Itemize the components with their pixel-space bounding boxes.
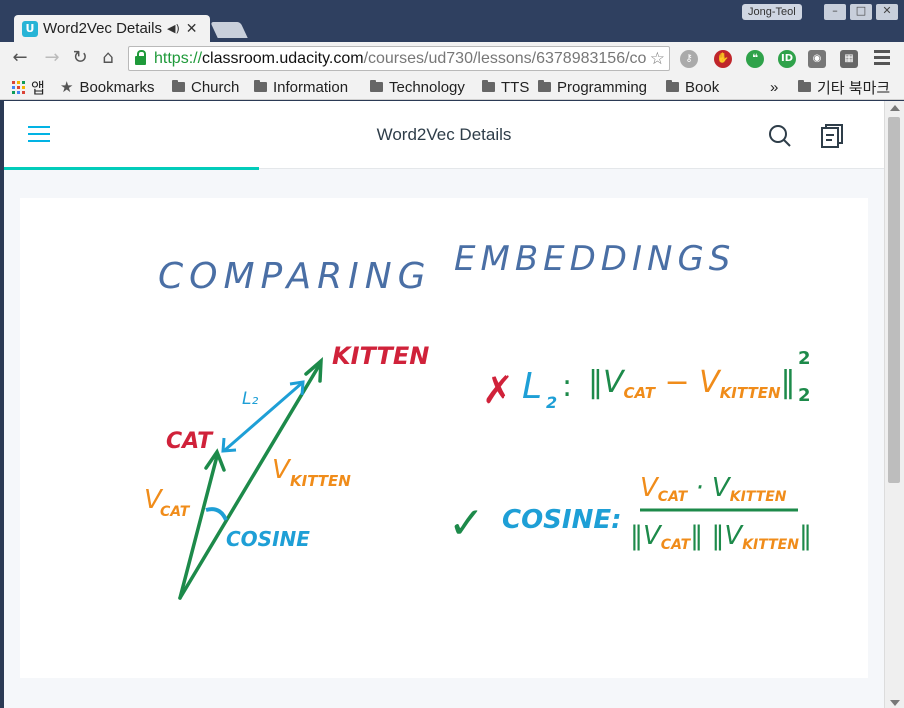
whiteboard-drawing: COMPARING EMBEDDINGS L₂ KITTEN CAT V CAT xyxy=(144,239,812,600)
kitten-vector-arrowhead xyxy=(304,356,323,383)
cosine-angle-arc xyxy=(205,507,228,521)
minimize-icon[interactable]: – xyxy=(824,4,846,20)
tab-title: Word2Vec Details xyxy=(43,20,162,37)
folder-icon xyxy=(666,80,679,92)
kitten-label: KITTEN xyxy=(332,342,429,370)
tab-close-icon[interactable]: ✕ xyxy=(185,20,198,37)
scroll-down-arrow-icon[interactable] xyxy=(890,700,900,706)
bookmark-church[interactable]: Church xyxy=(172,78,239,96)
forward-arrow-icon[interactable]: → xyxy=(44,47,60,68)
search-icon[interactable] xyxy=(768,124,792,148)
adblock-extension-icon[interactable]: ✋ xyxy=(714,50,732,68)
v-kitten-label: V xyxy=(272,455,292,485)
lesson-video-frame[interactable]: COMPARING EMBEDDINGS L₂ KITTEN CAT V CAT xyxy=(20,198,868,678)
quote-extension-icon[interactable]: ❝ xyxy=(746,50,764,68)
lesson-progress-fill xyxy=(4,167,260,170)
cosine-denominator: ‖VCAT‖ ‖VKITTEN‖ xyxy=(630,521,812,553)
l2-label: L₂ xyxy=(242,389,258,409)
scroll-up-arrow-icon[interactable] xyxy=(890,105,900,111)
kitten-vector-line xyxy=(178,362,322,600)
cosine-label: COSINE xyxy=(226,527,310,551)
page-scrollbar[interactable] xyxy=(884,101,904,708)
v-cat-label: V xyxy=(144,485,164,515)
v-cat-subscript: CAT xyxy=(160,504,191,520)
bookmark-other[interactable]: 기타 북마크 xyxy=(798,78,890,97)
key-extension-icon[interactable]: ⚷ xyxy=(680,50,698,68)
lesson-progress-bar xyxy=(4,167,884,170)
bookmark-book[interactable]: Book xyxy=(666,78,719,96)
tab-strip: U Word2Vec Details ◀) ✕ Jong-Teol – □ ✕ xyxy=(0,0,904,42)
folder-icon xyxy=(254,80,267,92)
l2-formula-subscript: 2 xyxy=(546,393,557,412)
cat-label: CAT xyxy=(166,429,214,454)
page-content: Word2Vec Details COMPARING EMBEDDINGS xyxy=(4,101,884,708)
new-tab-button[interactable] xyxy=(210,22,248,38)
scroll-thumb[interactable] xyxy=(888,117,900,483)
url-text[interactable]: https://classroom.udacity.com/courses/ud… xyxy=(154,49,647,67)
bookmark-programming[interactable]: Programming xyxy=(538,78,647,96)
bookmark-overflow[interactable]: » xyxy=(770,78,779,96)
window-close-icon[interactable]: ✕ xyxy=(876,4,898,20)
bookmark-technology[interactable]: Technology xyxy=(370,78,465,96)
l2-formula-colon: : xyxy=(562,369,572,404)
v-kitten-subscript: KITTEN xyxy=(290,472,351,490)
apps-grid-icon xyxy=(12,80,25,94)
home-icon[interactable]: ⌂ xyxy=(102,47,114,68)
cosine-numerator: VCAT · VKITTEN xyxy=(640,473,787,505)
bookmark-bookmarks[interactable]: ★ Bookmarks xyxy=(60,78,155,97)
bookmark-star-icon[interactable]: ☆ xyxy=(649,49,665,69)
bookmark-information[interactable]: Information xyxy=(254,78,348,96)
l2-distance-line xyxy=(224,381,303,452)
l2-formula-power: 2 xyxy=(798,348,811,369)
media-extension-icon[interactable]: ▦ xyxy=(840,50,858,68)
l2-arrowhead-end xyxy=(289,380,305,396)
bookmark-apps[interactable]: 앱 xyxy=(12,78,45,97)
l2-arrowhead-start xyxy=(221,437,237,453)
check-mark-icon: ✓ xyxy=(448,498,485,549)
profile-button[interactable]: Jong-Teol xyxy=(742,4,802,20)
folder-icon xyxy=(370,80,383,92)
lock-icon xyxy=(135,50,146,65)
camera-extension-icon[interactable]: ◉ xyxy=(808,50,826,68)
address-bar[interactable]: https://classroom.udacity.com/courses/ud… xyxy=(128,46,670,71)
heading-comparing: COMPARING xyxy=(158,256,432,297)
back-arrow-icon[interactable]: ← xyxy=(12,47,28,68)
l2-formula-label: L xyxy=(522,366,542,407)
cross-mark-icon: ✗ xyxy=(482,368,514,412)
l2-formula-expression: ‖VCAT − VKITTEN‖ xyxy=(588,365,796,402)
bookmarks-bar: 앱 ★ Bookmarks Church Information Technol… xyxy=(0,74,904,100)
classroom-header: Word2Vec Details xyxy=(4,101,884,170)
heading-embeddings: EMBEDDINGS xyxy=(454,239,735,279)
udacity-favicon-icon: U xyxy=(22,20,38,37)
folder-icon xyxy=(172,80,185,92)
star-icon: ★ xyxy=(60,79,74,96)
page-title: Word2Vec Details xyxy=(376,125,512,144)
cat-vector-line xyxy=(178,454,219,600)
id-extension-icon[interactable]: ID xyxy=(778,50,796,68)
maximize-icon[interactable]: □ xyxy=(850,4,872,20)
reload-icon[interactable]: ↻ xyxy=(72,47,88,68)
bookmark-tts[interactable]: TTS xyxy=(482,78,529,96)
menu-hamburger-icon[interactable] xyxy=(28,126,50,142)
folder-icon xyxy=(798,80,811,92)
notes-icon[interactable] xyxy=(820,123,844,149)
browser-toolbar: ← → ↻ ⌂ https://classroom.udacity.com/co… xyxy=(0,42,904,74)
speaker-icon[interactable]: ◀) xyxy=(167,22,180,35)
browser-menu-icon[interactable] xyxy=(874,50,890,66)
cosine-formula-label: COSINE: xyxy=(502,505,622,535)
l2-formula-lower: 2 xyxy=(798,385,811,406)
folder-icon xyxy=(482,80,495,92)
browser-tab[interactable]: U Word2Vec Details ◀) ✕ xyxy=(14,15,210,42)
cat-vector-arrowhead xyxy=(204,448,226,472)
folder-icon xyxy=(538,80,551,92)
